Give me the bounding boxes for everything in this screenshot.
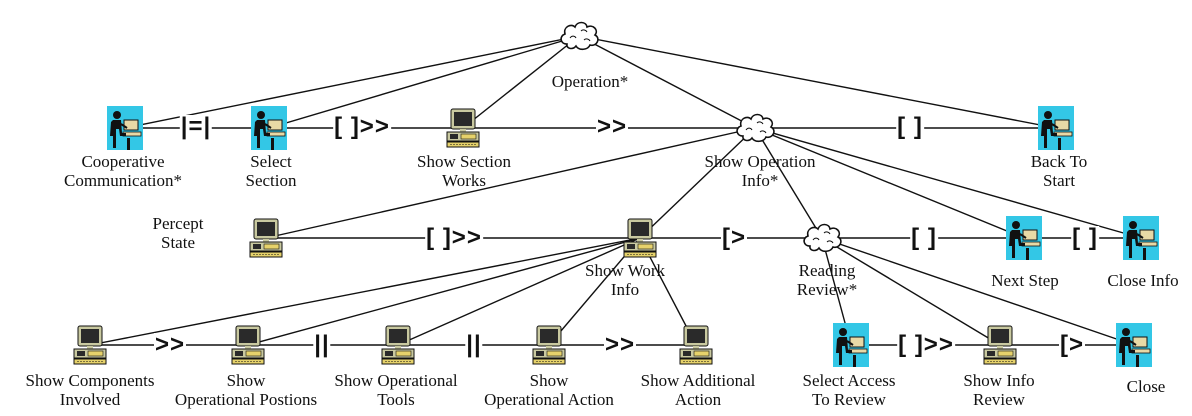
application-icon [677,325,715,365]
user-interaction-icon [1038,106,1074,150]
edge-show-work-info-to-show-components-involved [89,237,641,346]
label-show-info-review: Show Info Review [963,371,1035,409]
operator-show-section-works-to-show-operation-info: >> [595,113,629,140]
edge-operation-to-cooperative-communication [124,35,580,129]
application-icon [229,325,267,365]
label-show-components-involved: Show Components Involved [25,371,155,409]
label-reading-review: Reading Review* [796,261,858,299]
edge-show-operation-info-to-show-work-info [639,127,756,239]
user-interaction-icon [251,106,287,150]
application-icon [71,325,109,365]
label-show-section-works: Show Section Works [417,152,511,190]
application-icon [247,218,285,258]
edge-operation-to-show-section-works [462,35,580,129]
operator-show-operational-action-to-show-additional-action: >> [603,331,637,358]
operator-show-operational-postions-to-show-operational-tools: || [313,331,331,358]
edge-reading-review-to-show-info-review [821,237,1001,346]
operator-show-info-review-to-close: [> [1058,331,1086,358]
operator-select-access-to-review-to-show-info-review: [ ]>> [897,331,955,358]
edge-operation-to-back-to-start [578,35,1057,129]
label-select-access-to-review: Select Access To Review [802,371,896,409]
label-percept-state: Percept State [152,214,204,252]
label-back-to-start: Back To Start [1030,152,1088,190]
user-interaction-icon [107,106,143,150]
cloud-icon [733,110,777,146]
operator-show-operational-tools-to-show-operational-action: || [465,331,483,358]
edge-show-work-info-to-show-operational-postions [247,237,641,346]
label-close: Close [1126,377,1166,396]
application-icon [444,108,482,148]
edge-reading-review-to-close [821,237,1135,346]
operator-show-components-involved-to-show-operational-postions: >> [153,331,187,358]
edge-operation-to-select-section [268,35,580,129]
cloud-icon [800,220,844,256]
label-show-operational-postions: Show Operational Postions [174,371,318,409]
label-select-section: Select Section [245,152,297,190]
edge-operation-to-show-operation-info [578,35,756,129]
label-show-additional-action: Show Additional Action [640,371,756,409]
label-show-operational-tools: Show Operational Tools [334,371,458,409]
label-operation: Operation* [551,72,629,91]
user-interaction-icon [1123,216,1159,260]
edge-show-work-info-to-show-operational-tools [397,237,641,346]
edge-show-operation-info-to-close-info [754,127,1142,239]
cloud-icon [557,18,601,54]
user-interaction-icon [833,323,869,367]
label-show-work-info: Show Work Info [584,261,666,299]
operator-show-work-info-to-reading-review: [> [720,224,748,251]
label-show-operation-info: Show Operation Info* [704,152,816,190]
label-show-operational-action: Show Operational Action [484,371,614,409]
user-interaction-icon [1006,216,1042,260]
application-icon [379,325,417,365]
application-icon [530,325,568,365]
label-cooperative-communication: Cooperative Communication* [63,152,183,190]
operator-reading-review-to-next-step: [ ] [910,224,938,251]
operator-show-operation-info-to-back-to-start: [ ] [896,113,924,140]
label-close-info: Close Info [1107,271,1179,290]
operator-percept-state-to-show-work-info: [ ]>> [425,224,483,251]
operator-next-step-to-close-info: [ ] [1071,224,1099,251]
operator-select-section-to-show-section-works: [ ]>> [333,113,391,140]
application-icon [621,218,659,258]
application-icon [981,325,1019,365]
edge-show-operation-info-to-reading-review [754,127,823,239]
user-interaction-icon [1116,323,1152,367]
operator-cooperative-communication-to-select-section: |=| [179,113,213,140]
edge-show-operation-info-to-percept-state [265,127,756,239]
edge-show-operation-info-to-next-step [754,127,1025,239]
label-next-step: Next Step [991,271,1059,290]
